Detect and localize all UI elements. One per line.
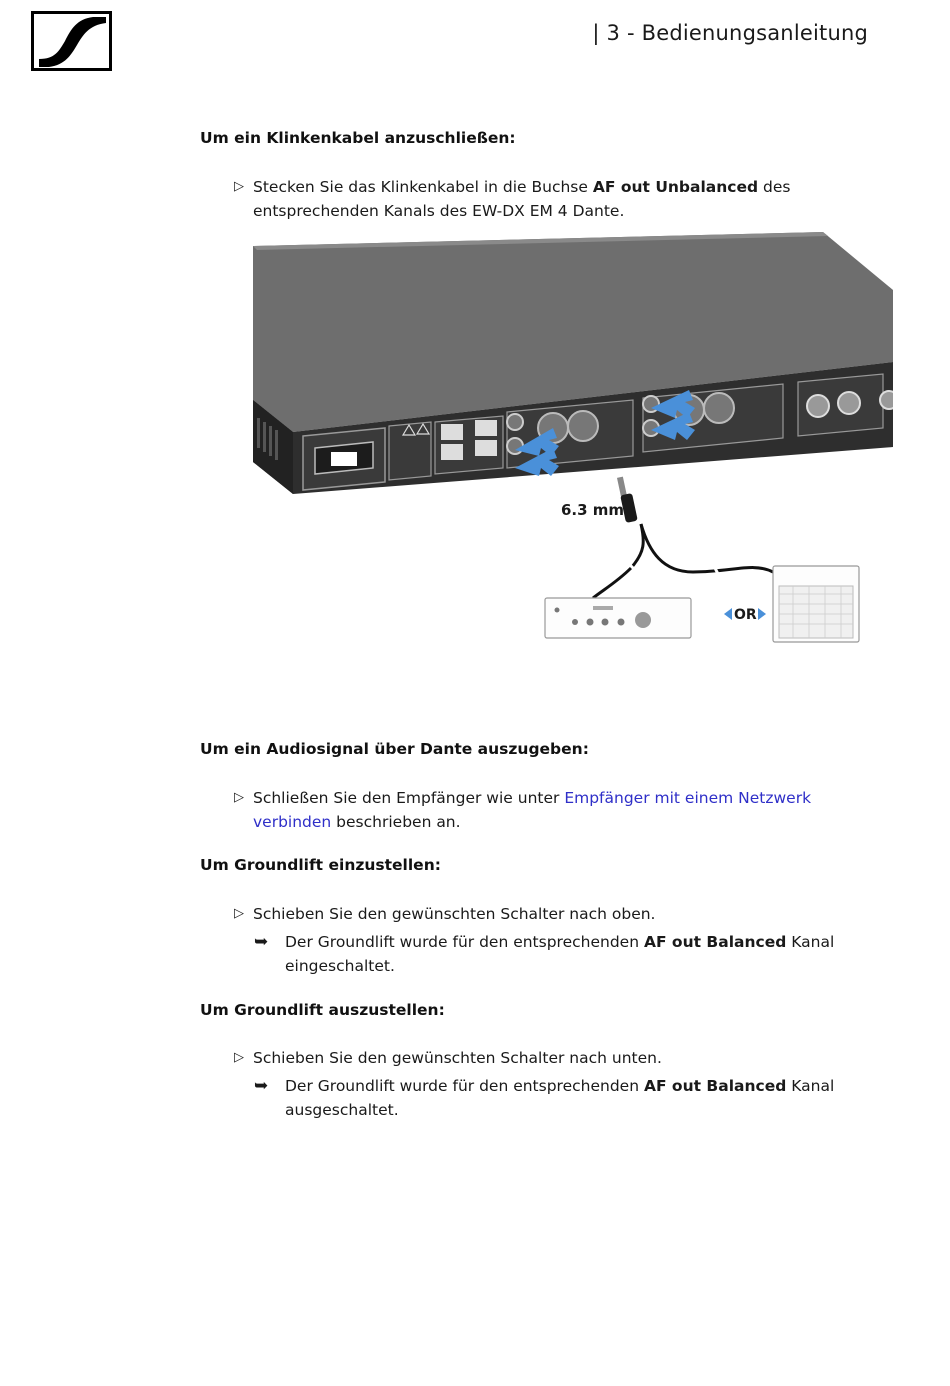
instruction-result: ➥ Der Groundlift wurde für den entsprech…: [254, 932, 835, 975]
result-arrow-icon: ➥: [254, 1076, 269, 1096]
or-label: OR: [734, 607, 757, 623]
instruction-step: ▷ Stecken Sie das Klinkenkabel in die Bu…: [234, 175, 874, 223]
cable-size-label: 6.3 mm: [561, 501, 624, 519]
step-marker-icon: ▷: [234, 906, 244, 921]
step-marker-icon: ▷: [234, 1050, 244, 1065]
result-arrow-icon: ➥: [254, 932, 269, 952]
instruction-step: ▷ Schieben Sie den gewünschten Schalter …: [234, 1046, 874, 1070]
section-heading-groundlift-off: Um Groundlift auszustellen:: [200, 1001, 445, 1019]
instruction-result: ➥ Der Groundlift wurde für den entsprech…: [254, 1076, 835, 1119]
instruction-step: ▷ Schließen Sie den Empfänger wie unter …: [234, 786, 874, 834]
step-marker-icon: ▷: [234, 790, 244, 805]
section-heading-jack-cable: Um ein Klinkenkabel anzuschließen:: [200, 129, 516, 147]
receiver-connection-illustration: 6.3 mm OR: [253, 232, 893, 652]
page-title: | 3 - Bedienungsanleitung: [592, 21, 868, 45]
network-connection-link[interactable]: Empfänger mit einem Netzwerk verbinden: [253, 789, 812, 831]
sennheiser-logo-icon: [31, 11, 112, 71]
instruction-step: ▷ Schieben Sie den gewünschten Schalter …: [234, 902, 874, 926]
section-heading-groundlift-on: Um Groundlift einzustellen:: [200, 856, 441, 874]
step-marker-icon: ▷: [234, 179, 244, 194]
section-heading-dante: Um ein Audiosignal über Dante auszugeben…: [200, 740, 589, 758]
